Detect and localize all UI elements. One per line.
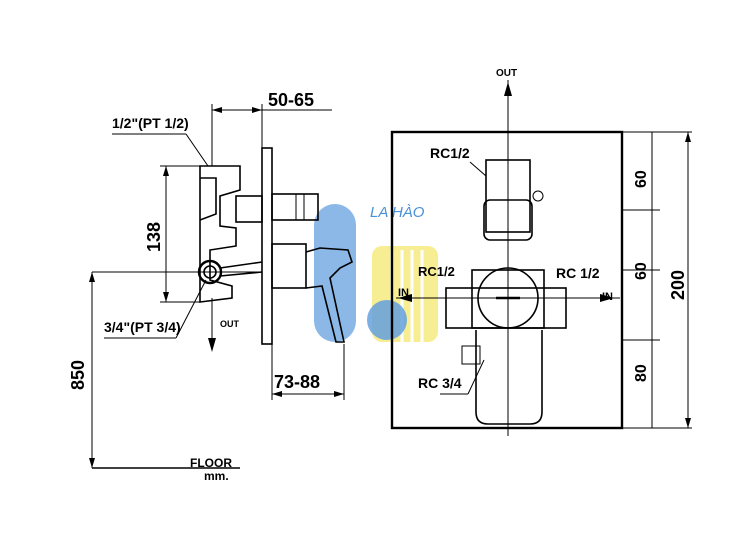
dim-200: 200 — [668, 270, 688, 300]
units-label: mm. — [204, 469, 229, 483]
side-view — [92, 147, 353, 469]
label-rc-bottom: RC 3/4 — [418, 375, 462, 391]
label-in-left: IN — [398, 287, 409, 299]
label-rc-right: RC 1/2 — [556, 265, 600, 281]
dim-73-88: 73-88 — [274, 372, 320, 392]
dim-850: 850 — [68, 360, 88, 390]
watermark-text: LA HÀO — [370, 204, 425, 221]
front-view — [390, 80, 692, 436]
label-rc-top: RC1/2 — [430, 145, 470, 161]
label-bottom-inlet: 3/4"(PT 3/4) — [104, 319, 181, 335]
label-rc-left: RC1/2 — [418, 264, 455, 279]
label-in-right: IN — [602, 291, 613, 303]
dim-60-middle: 60 — [633, 262, 650, 280]
label-top-inlet: 1/2"(PT 1/2) — [112, 115, 189, 131]
watermark-logo — [314, 204, 438, 342]
dim-50-65: 50-65 — [268, 90, 314, 110]
dim-80: 80 — [633, 364, 650, 382]
dim-60-upper: 60 — [633, 170, 650, 188]
floor-label: FLOOR — [190, 456, 232, 470]
label-out-side: OUT — [220, 319, 240, 329]
dim-138: 138 — [144, 222, 164, 252]
label-out-front: OUT — [496, 68, 517, 79]
